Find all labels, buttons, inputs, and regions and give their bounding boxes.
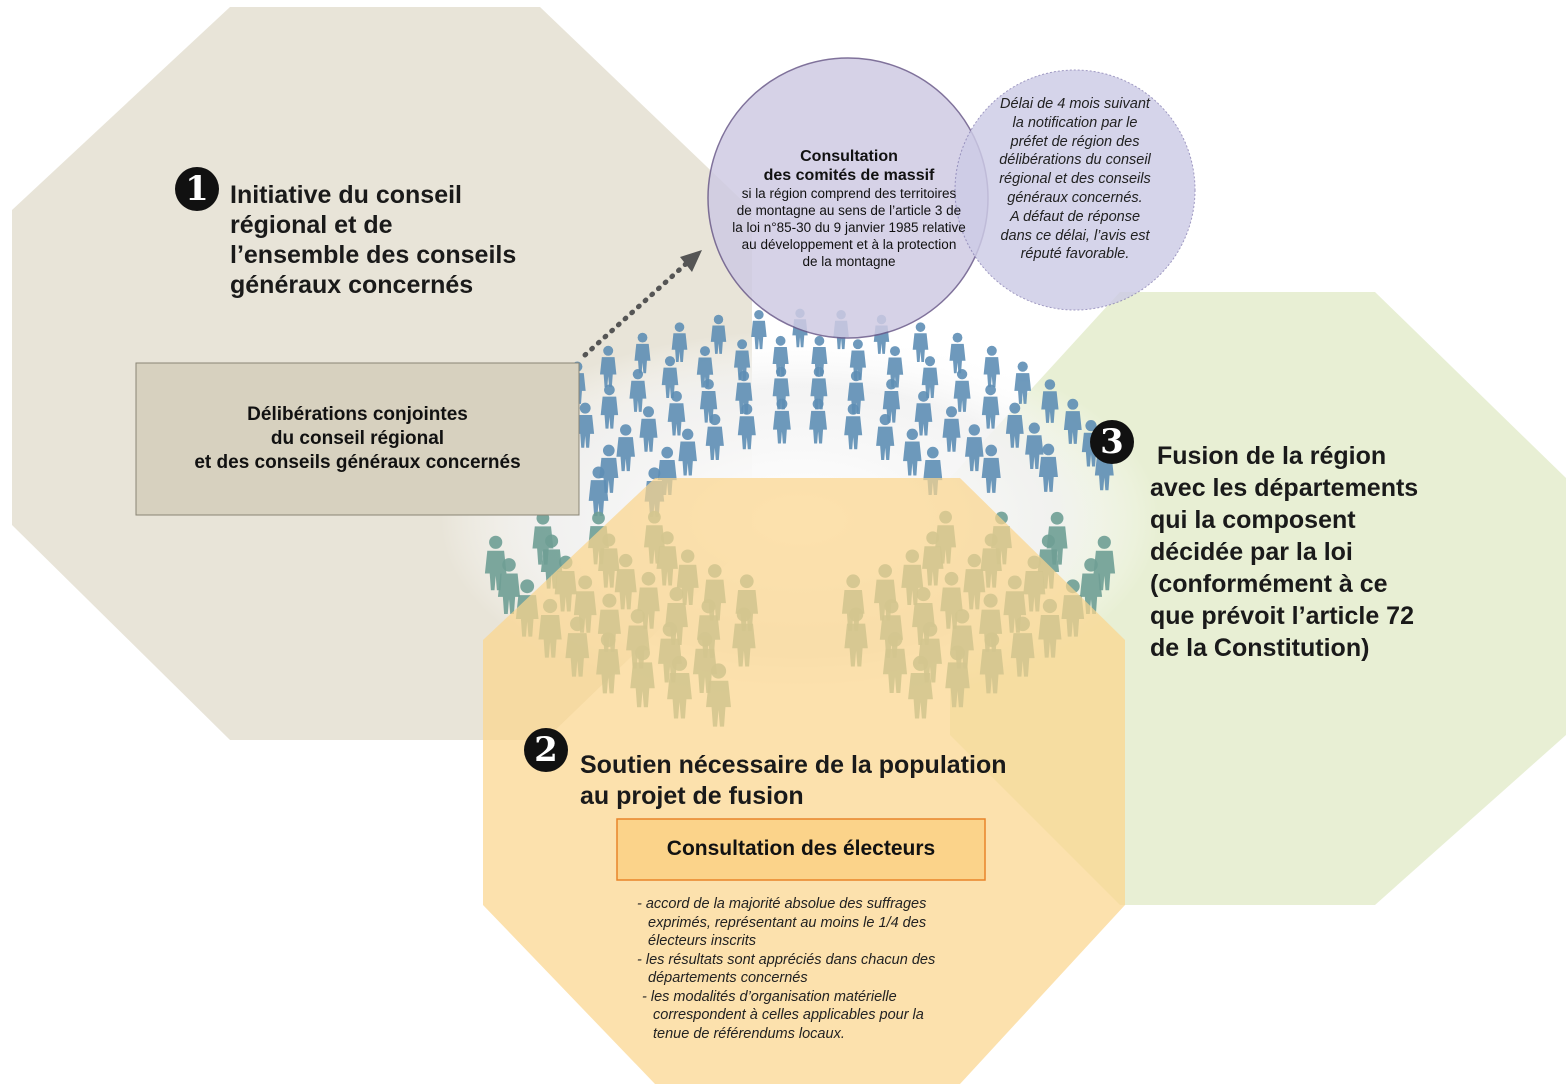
- delai-line: la notification par le: [1012, 114, 1138, 131]
- electeurs-box: [616, 818, 986, 881]
- step1-title-line: Initiative du conseil: [230, 181, 462, 209]
- dotted-arrow: [582, 259, 691, 358]
- step2-title-line: Soutien nécessaire de la population: [580, 751, 1007, 779]
- massif-title-line: des comités de massif: [763, 167, 935, 184]
- massif-body-line: si la région comprend des territoires: [741, 186, 957, 201]
- step1-number: 1: [175, 167, 219, 211]
- step2-number-badge: 2: [524, 728, 568, 772]
- electeurs-notes: - accord de la majorité absolue des suff…: [637, 895, 1037, 1043]
- step3-title-line: Fusion de la région: [1150, 442, 1387, 470]
- massif-body-line: de la montagne: [802, 254, 896, 269]
- step3-number: 3: [1090, 420, 1134, 464]
- massif-body-line: la loi n°85-30 du 9 janvier 1985 relativ…: [732, 220, 966, 235]
- note-line: tenue de référendums locaux.: [653, 1025, 845, 1042]
- step3-title-line: décidée par la loi: [1150, 538, 1353, 566]
- step3-title-line: (conformément à ce: [1150, 570, 1388, 598]
- step3-title-line: avec les départements: [1150, 474, 1419, 502]
- delai-line: Délai de 4 mois suivant: [1000, 96, 1150, 112]
- step3-title-line: que prévoit l’article 72: [1150, 602, 1414, 630]
- electeurs-label: Consultation des électeurs: [666, 837, 936, 860]
- note-line: - accord de la majorité absolue des suff…: [637, 896, 927, 912]
- note-line: - les modalités d’organisation matériell…: [642, 988, 897, 1005]
- note-line: départements concernés: [648, 970, 808, 986]
- note-line: - les résultats sont appréciés dans chac…: [637, 951, 936, 968]
- deliberations-box: [135, 362, 580, 516]
- delai-text: Délai de 4 mois suivant la notification …: [975, 95, 1175, 264]
- circle-delai: [954, 69, 1196, 311]
- delai-line: préfet de région des: [1010, 133, 1140, 150]
- massif-text: Consultation des comités de massif si la…: [690, 147, 1008, 270]
- massif-body-line: au développement et à la protection: [741, 237, 957, 252]
- step3-title-line: qui la composent: [1150, 506, 1356, 534]
- massif-body-line: de montagne au sens de l’article 3 de: [736, 203, 962, 218]
- step1-title-line: généraux concernés: [230, 271, 474, 299]
- delai-line: réputé favorable.: [1020, 246, 1130, 263]
- delai-line: A défaut de réponse: [1009, 208, 1141, 225]
- deliberations-line: Délibérations conjointes: [247, 404, 468, 425]
- step3-title: Fusion de la région avec les département…: [1150, 440, 1550, 664]
- delai-line: généraux concernés.: [1007, 189, 1143, 206]
- step1-title-line: régional et de: [230, 211, 393, 239]
- delai-line: dans ce délai, l’avis est: [1000, 227, 1150, 244]
- step1-title: Initiative du conseil régional et de l’e…: [230, 180, 590, 300]
- delai-line: régional et des conseils: [999, 171, 1151, 188]
- delai-line: délibérations du conseil: [999, 152, 1151, 169]
- step3-number-badge: 3: [1090, 420, 1134, 464]
- step1-number-badge: 1: [175, 167, 219, 211]
- step2-number: 2: [524, 728, 568, 772]
- arrow-head: [680, 250, 702, 272]
- step2-title: Soutien nécessaire de la population au p…: [580, 750, 1100, 812]
- deliberations-text: Délibérations conjointes du conseil régi…: [136, 403, 579, 475]
- note-line: électeurs inscrits: [648, 933, 756, 949]
- note-line: correspondent à celles applicables pour …: [653, 1007, 924, 1023]
- note-line: exprimés, représentant au moins le 1/4 d…: [648, 914, 927, 931]
- step3-title-line: de la Constitution): [1150, 634, 1370, 662]
- step1-title-line: l’ensemble des conseils: [230, 241, 517, 269]
- deliberations-line: et des conseils généraux concernés: [194, 452, 521, 473]
- octagon-step2: [483, 478, 1125, 1084]
- deliberations-line: du conseil régional: [270, 428, 445, 449]
- step2-title-line: au projet de fusion: [580, 782, 804, 810]
- massif-title-line: Consultation: [800, 148, 898, 165]
